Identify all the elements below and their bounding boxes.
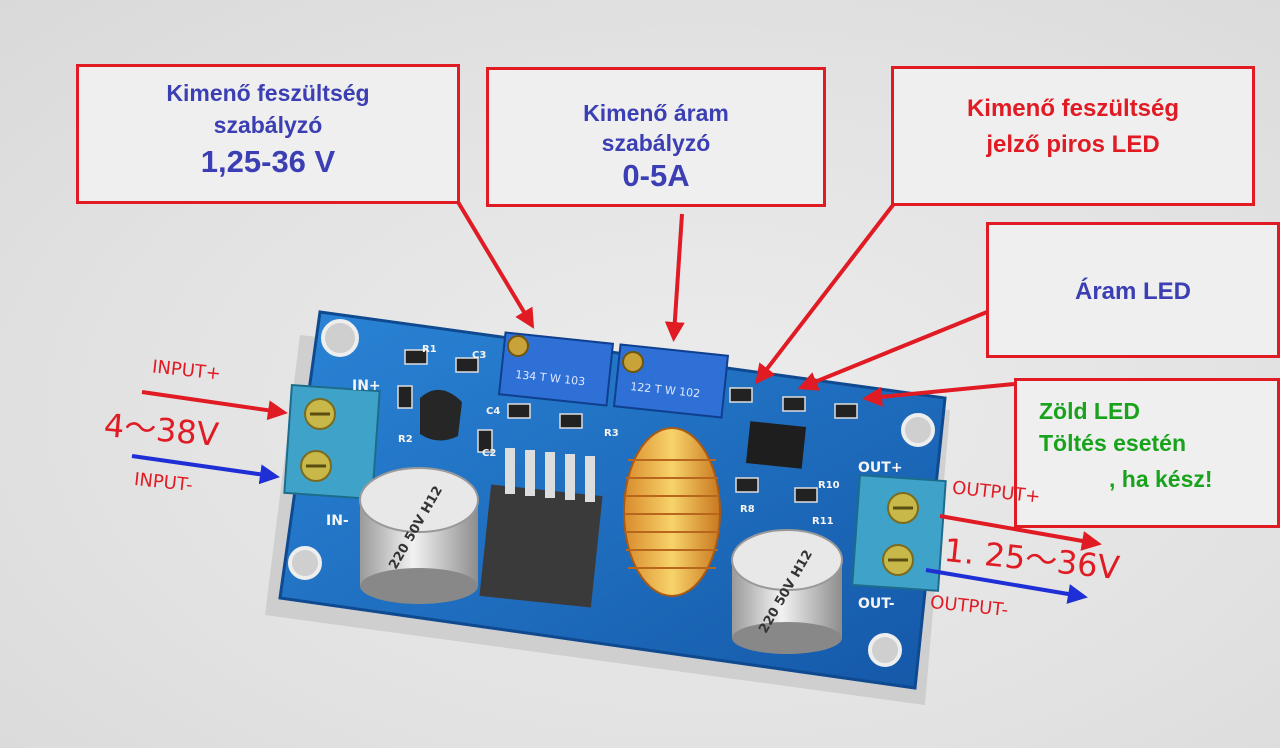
silk-c3: C3 — [472, 350, 486, 361]
silk-r2: R2 — [398, 434, 413, 445]
inductor — [623, 427, 721, 597]
silk-r11: R11 — [812, 516, 834, 527]
input-terminal — [283, 383, 381, 501]
silk-r1: R1 — [422, 344, 437, 355]
output-minus-arrow — [925, 568, 1088, 604]
callout-current-adjust-value: 0-5A — [622, 158, 690, 193]
callout-voltage-adjust-line2: szabályzó — [213, 112, 323, 138]
silk-out-plus: OUT+ — [858, 460, 903, 476]
silk-r10: R10 — [818, 480, 840, 491]
capacitor-output — [731, 529, 843, 654]
mounting-holes — [288, 319, 935, 667]
input-minus-arrow — [131, 454, 280, 485]
silk-c4: C4 — [486, 406, 500, 417]
silk-r3: R3 — [604, 428, 619, 439]
callout-green-led: Zöld LED Töltés esetén , ha kész! — [1014, 378, 1280, 528]
callout-voltage-led-line2: jelző piros LED — [986, 131, 1160, 158]
silk-in-minus: IN- — [326, 513, 349, 529]
callout-voltage-adjust: Kimenő feszültség szabályzó 1,25-36 V — [76, 64, 460, 204]
current-potentiometer — [612, 343, 730, 419]
ic-chip — [745, 421, 807, 469]
callout-current-adjust: Kimenő áram szabályzó 0-5A — [486, 67, 826, 207]
silk-out-minus: OUT- — [858, 596, 895, 612]
callout-current-led-line1: Áram LED — [1074, 278, 1192, 305]
callout-arrows — [456, 200, 1015, 407]
voltage-potentiometer — [497, 331, 615, 407]
output-plus-arrow — [939, 514, 1102, 551]
silk-in-plus: IN+ — [352, 378, 381, 394]
callout-current-adjust-line2: szabályzó — [601, 130, 711, 156]
callout-voltage-adjust-line1: Kimenő feszültség — [166, 80, 370, 106]
callout-current-adjust-line1: Kimenő áram — [583, 100, 729, 126]
callout-voltage-led: Kimenő feszültség jelző piros LED — [891, 66, 1255, 206]
silk-r8: R8 — [740, 504, 755, 515]
callout-voltage-led-line1: Kimenő feszültség — [966, 95, 1180, 122]
silk-c2: C2 — [482, 448, 496, 459]
callout-green-led-line1: Zöld LED — [1039, 398, 1140, 424]
callout-current-led: Áram LED — [986, 222, 1280, 358]
label-input-range: 4～38V — [102, 406, 221, 454]
capacitor-input — [359, 467, 479, 604]
callout-green-led-line2: Töltés esetén — [1039, 430, 1186, 456]
smd-components — [397, 349, 858, 503]
regulator — [479, 448, 603, 608]
callout-voltage-adjust-value: 1,25-36 V — [200, 144, 336, 179]
callout-green-led-line3: , ha kész! — [1109, 466, 1213, 492]
transistor — [420, 389, 462, 441]
input-plus-arrow — [141, 390, 288, 421]
output-terminal — [851, 474, 947, 592]
